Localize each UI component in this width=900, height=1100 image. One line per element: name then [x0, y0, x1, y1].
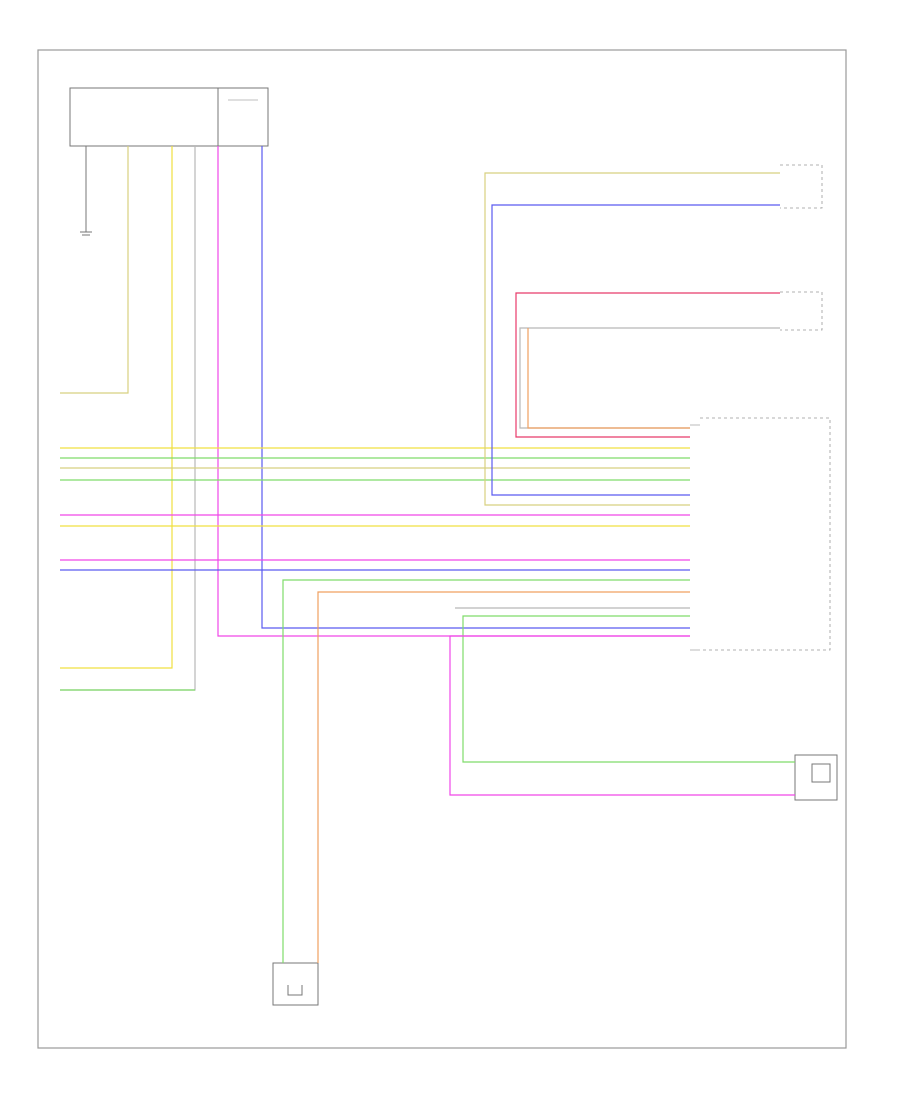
wires — [60, 146, 795, 963]
wire-yellow-1 — [60, 146, 173, 669]
wire-olive-top — [484, 172, 780, 506]
left-front-door-loudspeaker — [780, 164, 823, 209]
left-front-tweeter — [794, 754, 838, 801]
wire-orange-bottom — [317, 591, 690, 963]
wire-magenta-1 — [217, 146, 690, 637]
diagram-frame — [37, 49, 847, 1049]
audio-module-pins — [690, 424, 700, 651]
wire-magenta-tweeter — [449, 635, 795, 796]
wire-green-bottom — [282, 579, 690, 963]
ground-point — [80, 146, 92, 236]
right-front-door-loudspeaker — [780, 291, 823, 331]
wire-blue-top — [491, 204, 780, 496]
front-controls-interface-module — [69, 87, 269, 147]
wire-olive-1 — [60, 146, 129, 394]
wire-green-tweeter — [462, 615, 795, 763]
audio-front-control-module — [700, 417, 831, 651]
wire-red-top — [515, 292, 780, 438]
wire-blue-1 — [261, 146, 690, 629]
wire-orange-top — [527, 328, 690, 429]
left-front-door-loudspeaker-bottom — [272, 962, 319, 1006]
wire-gray-top — [519, 327, 780, 429]
